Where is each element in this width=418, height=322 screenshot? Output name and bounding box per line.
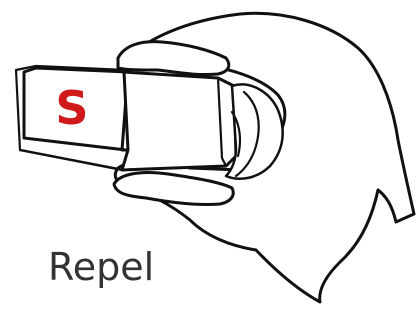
caption-repel: Repel: [48, 245, 154, 289]
south-pole-label: S: [55, 81, 88, 135]
